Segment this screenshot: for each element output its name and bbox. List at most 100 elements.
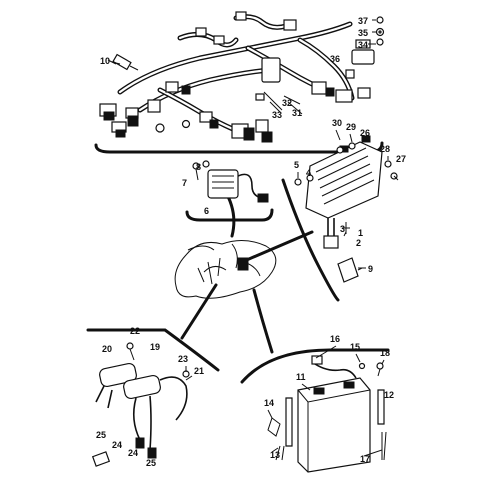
regulator-fins <box>315 147 375 205</box>
group-brackets <box>86 141 390 384</box>
regulator-unit <box>294 135 399 283</box>
callout-2: 2 <box>356 238 361 248</box>
harness-connector <box>147 99 161 113</box>
battery-cable <box>311 361 357 379</box>
harness-connector <box>243 127 255 141</box>
rectifier-wire <box>237 173 263 199</box>
ignition-coil-19 <box>123 374 161 400</box>
bolt-icon <box>202 160 210 168</box>
harness-connector <box>195 27 207 37</box>
battery-assembly <box>267 355 387 473</box>
plug-lead <box>159 376 188 421</box>
ignition-coils <box>91 342 190 467</box>
callout-4: 4 <box>306 168 311 178</box>
coil-wires <box>95 385 113 409</box>
callout-18: 18 <box>380 348 390 358</box>
rectifier-group-bracket <box>185 208 274 222</box>
harness-connector <box>311 81 327 95</box>
callout-24a: 24 <box>112 440 122 450</box>
main-wire-harness <box>99 11 375 143</box>
regulator-group-bracket <box>281 178 340 302</box>
callout-10: 10 <box>100 56 110 66</box>
callout-36: 36 <box>330 54 340 64</box>
leader-regulator <box>240 230 314 264</box>
harness-connector <box>199 111 213 123</box>
washer-icon <box>306 174 314 182</box>
nut-icon <box>376 16 384 24</box>
harness-connector <box>115 129 126 138</box>
harness-connector <box>325 87 335 97</box>
harness-connector <box>127 115 139 127</box>
bolt-icon <box>126 342 134 350</box>
callout-11: 11 <box>296 372 306 382</box>
washer-icon <box>294 178 302 186</box>
battery-case <box>297 377 371 473</box>
callout-3: 3 <box>340 224 345 234</box>
callout-17: 17 <box>360 454 370 464</box>
frame-mount-block <box>237 257 249 271</box>
callout-21: 21 <box>194 366 204 376</box>
harness-connector <box>181 85 191 95</box>
relay-unit <box>351 49 375 65</box>
callout-14: 14 <box>264 398 274 408</box>
callout-13: 13 <box>270 450 280 460</box>
harness-connector <box>357 87 371 99</box>
clamp-part <box>255 93 265 101</box>
battery-connector <box>311 355 323 365</box>
harness-group-bracket <box>94 141 384 154</box>
plug-leads <box>132 395 152 451</box>
callout-7: 7 <box>182 178 187 188</box>
callout-30: 30 <box>332 118 342 128</box>
callout-29: 29 <box>346 122 356 132</box>
callout-16: 16 <box>330 334 340 344</box>
fuse-holder <box>112 53 132 71</box>
washer-icon <box>384 160 392 168</box>
washer-icon <box>376 38 384 46</box>
battery-hose <box>275 445 285 461</box>
washer-icon <box>336 146 344 154</box>
battery-terminal <box>343 381 355 389</box>
callout-15: 15 <box>350 342 360 352</box>
ring-terminal <box>181 119 191 129</box>
motorcycle-frame <box>174 240 277 299</box>
harness-connector <box>165 81 179 93</box>
callout-5: 5 <box>294 160 299 170</box>
leader-coils <box>180 283 218 340</box>
callout-12: 12 <box>384 390 394 400</box>
callout-25a: 25 <box>96 430 106 440</box>
harness-connector <box>261 131 273 143</box>
washer-icon <box>348 142 356 150</box>
harness-connector <box>103 111 115 121</box>
battery-strap <box>285 397 293 447</box>
harness-connector <box>335 89 353 103</box>
harness-connector <box>209 119 219 129</box>
callout-9: 9 <box>368 264 373 274</box>
wire-clamp <box>263 91 283 111</box>
harness-connector <box>235 11 247 21</box>
regulator-tab <box>361 135 371 143</box>
callout-1: 1 <box>358 228 363 238</box>
bolt-icon <box>358 362 366 370</box>
callout-19: 19 <box>150 342 160 352</box>
callout-28: 28 <box>380 144 390 154</box>
harness-connector <box>345 69 355 79</box>
rectifier-fins <box>212 175 234 189</box>
battery-strap <box>377 389 385 425</box>
callout-6: 6 <box>204 206 209 216</box>
coil-group-bracket <box>86 328 220 372</box>
rectifier-unit <box>192 160 269 203</box>
hardware-stack <box>368 16 385 46</box>
callout-25b: 25 <box>146 458 156 468</box>
callout-26: 26 <box>360 128 370 138</box>
callout-34: 34 <box>358 40 368 50</box>
leader-battery <box>252 288 274 354</box>
regulator-connector <box>323 235 339 249</box>
rectifier-connector <box>257 193 269 203</box>
ring-terminal <box>155 123 165 133</box>
harness-connector <box>213 35 225 45</box>
callout-35: 35 <box>358 28 368 38</box>
harness-connector <box>283 19 297 31</box>
regulator-body <box>305 141 383 219</box>
callout-31: 31 <box>292 108 302 118</box>
